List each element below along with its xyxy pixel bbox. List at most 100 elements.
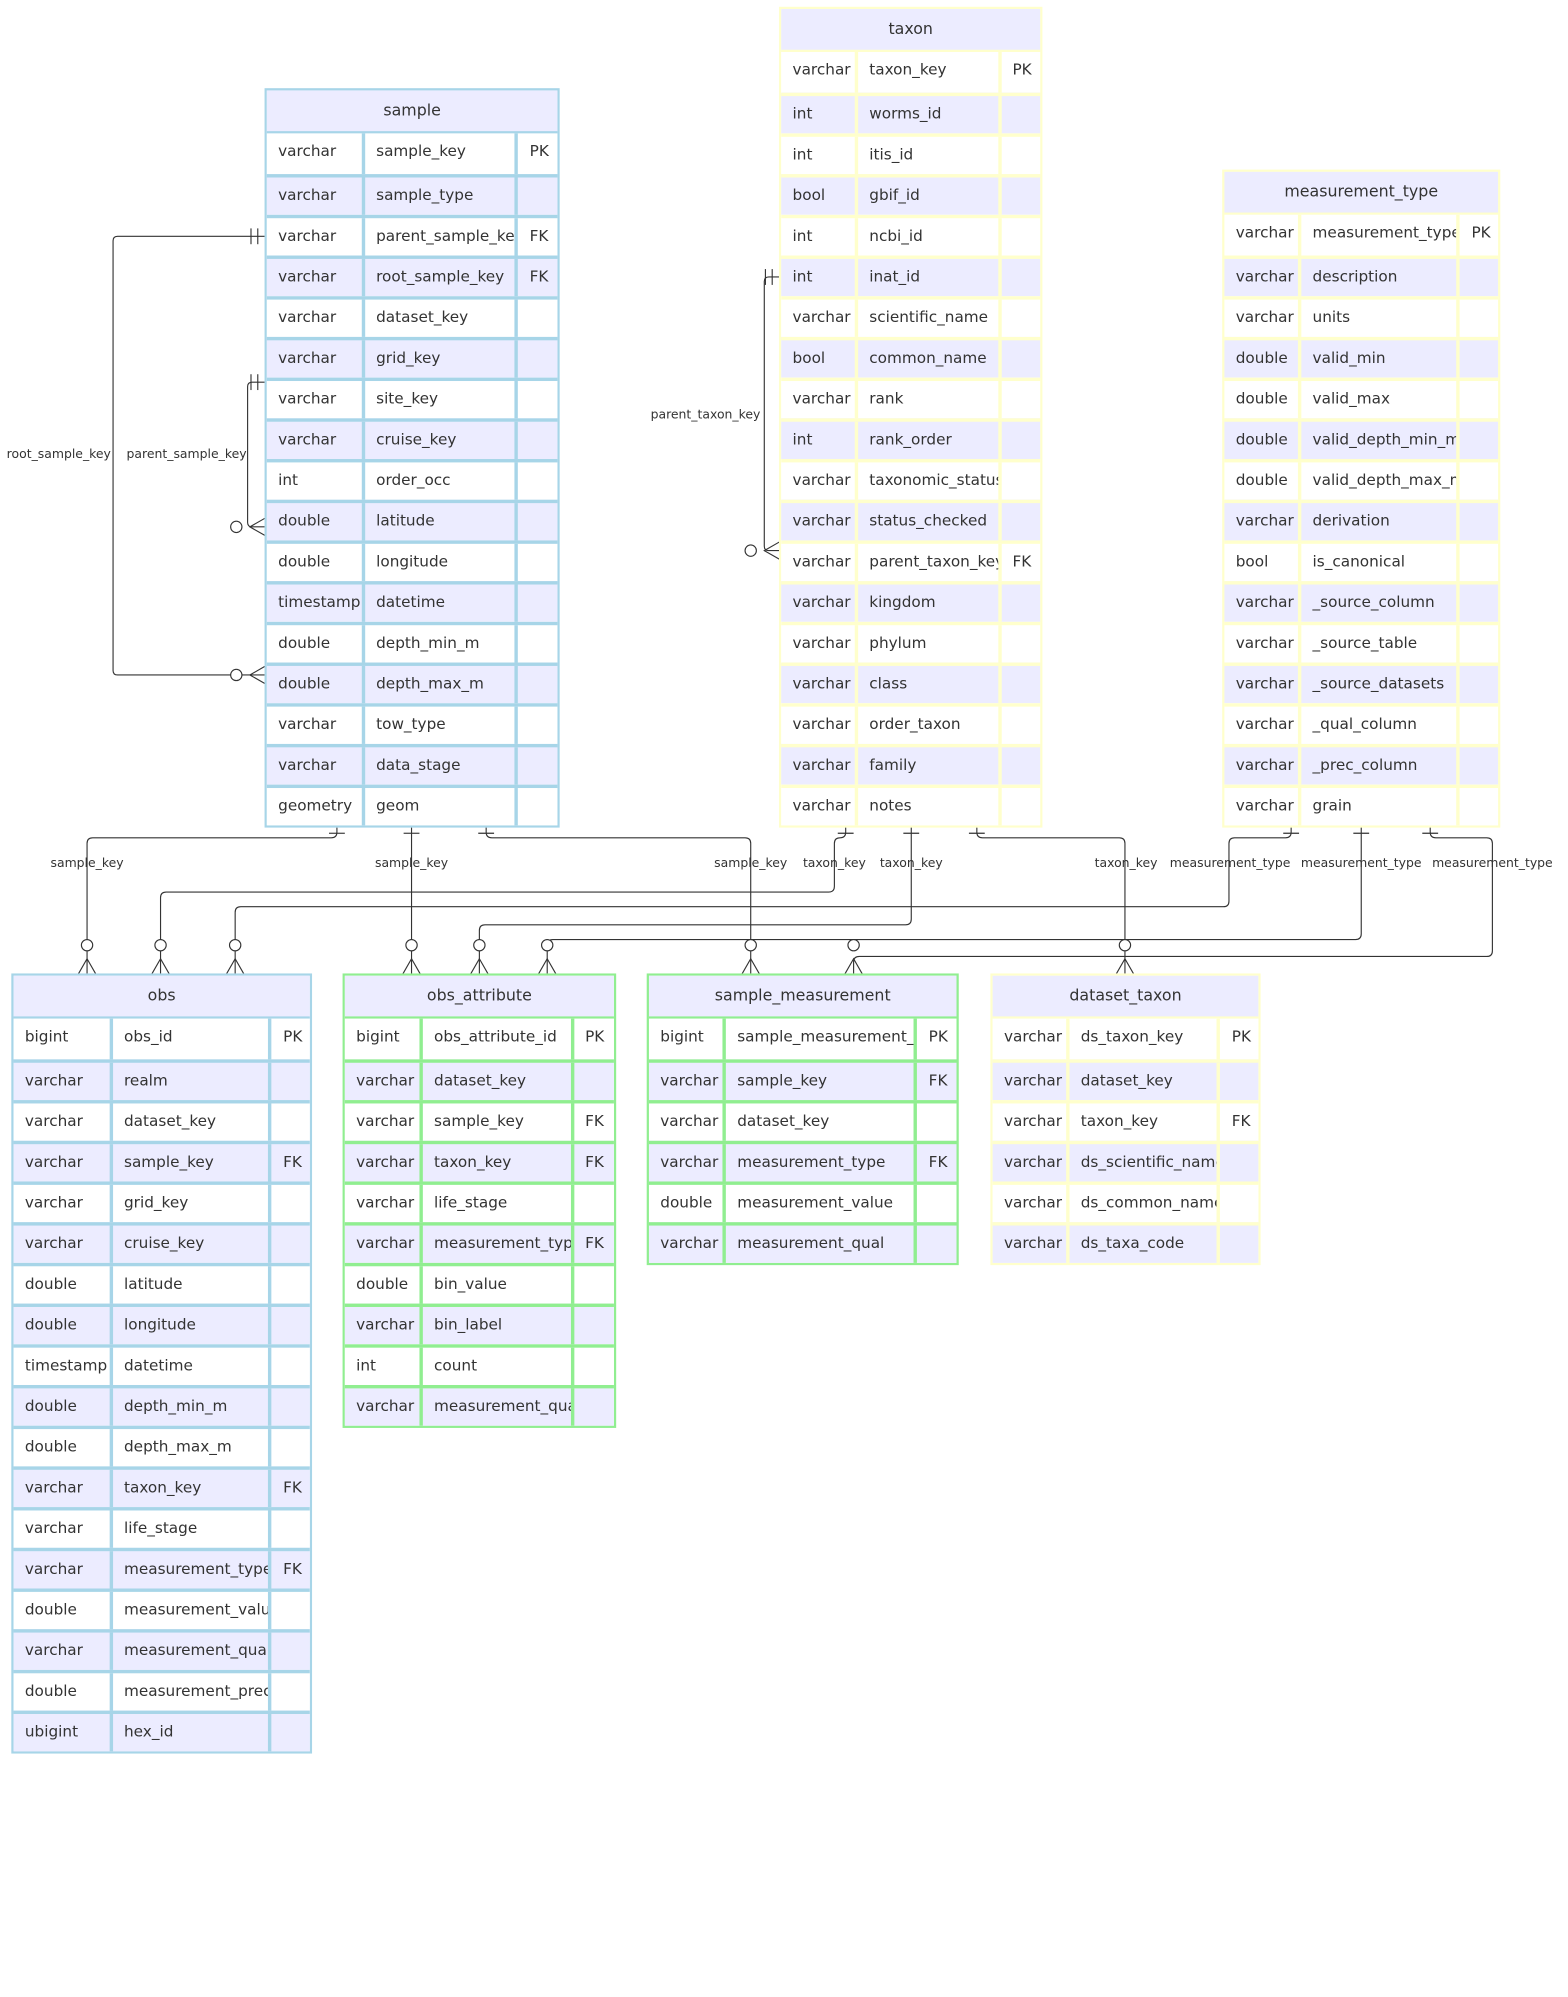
attr-key (514, 177, 557, 215)
attr-name: family (854, 747, 998, 785)
attr-key (514, 665, 557, 704)
attr-key (997, 421, 1040, 460)
attr-type: double (24, 1682, 77, 1701)
attr-key (913, 1103, 956, 1141)
edge-label-sample-key-sample-measurement: sample_key (714, 855, 787, 870)
entity-title: taxon (781, 9, 1041, 53)
attr-key (997, 177, 1040, 215)
attr-type: varchar (1235, 512, 1294, 531)
attr-key (1456, 462, 1498, 500)
attr-key: FK (268, 1144, 309, 1182)
attr-name: grid_key (109, 1184, 268, 1223)
attribute-row: varchar_source_datasets (1224, 662, 1499, 704)
entity-title: dataset_taxon (992, 975, 1259, 1019)
attr-type: bool (792, 186, 826, 205)
edge-label-parent-taxon-key: parent_taxon_key (651, 406, 761, 421)
attr-name: geom (361, 788, 515, 826)
attr-key (514, 584, 557, 622)
attr-type: varchar (660, 1153, 719, 1172)
attr-name: valid_min (1297, 340, 1457, 378)
attr-key (514, 462, 557, 500)
attr-key (268, 1713, 309, 1752)
attr-key (268, 1591, 309, 1630)
attr-key (268, 1062, 309, 1101)
attr-key (514, 503, 557, 541)
attr-key (997, 665, 1040, 704)
attribute-row: bool gbif_id (781, 174, 1041, 215)
attr-name: gbif_id (854, 177, 998, 215)
attr-key (514, 788, 557, 826)
attr-key: FK (997, 543, 1040, 582)
edge-label-taxon-key-obs-attribute: taxon_key (880, 855, 943, 870)
attr-type: varchar (278, 715, 337, 734)
attr-key (997, 258, 1040, 297)
attr-type: varchar (792, 715, 851, 734)
attr-name: obs_attribute_id (419, 1018, 570, 1060)
attr-key (997, 381, 1040, 419)
attr-name: depth_max_m (361, 665, 515, 704)
attr-name: rank (854, 381, 998, 419)
attr-type: double (1235, 471, 1288, 490)
attr-name: taxonomic_status (854, 462, 998, 500)
attr-type: varchar (1235, 223, 1294, 242)
attr-name: latitude (361, 503, 515, 541)
attr-name: valid_depth_min_m (1297, 421, 1457, 460)
attr-type: int (792, 145, 813, 164)
attr-type: varchar (356, 1112, 415, 1131)
attr-key: FK (913, 1062, 956, 1101)
attr-type: varchar (1235, 634, 1294, 653)
attr-name: measurement_type (109, 1551, 268, 1589)
attr-name: sample_key (109, 1144, 268, 1182)
attr-type: bigint (24, 1027, 69, 1046)
entity-title: measurement_type (1224, 171, 1499, 215)
attribute-row: varchar_qual_column (1224, 703, 1499, 744)
attr-key (570, 1266, 614, 1304)
attr-key (997, 625, 1040, 663)
attr-name: parent_sample_key (361, 218, 515, 256)
attr-key (268, 1225, 309, 1263)
attr-key (570, 1184, 614, 1223)
attr-type: varchar (792, 512, 851, 531)
attr-key (1456, 584, 1498, 622)
attr-key (997, 96, 1040, 134)
attr-key: PK (570, 1018, 614, 1060)
attr-name: cruise_key (361, 421, 515, 460)
attr-name: is_canonical (1297, 543, 1457, 582)
attr-name: root_sample_key (361, 258, 515, 297)
attr-type: varchar (278, 142, 337, 161)
edge-label-root-sample-key: root_sample_key (7, 446, 111, 461)
attr-name: dataset_key (361, 299, 515, 337)
attr-key (570, 1388, 614, 1426)
attr-type: varchar (792, 552, 851, 571)
attr-key: PK (514, 133, 557, 175)
edge-label-sample-key-obs-attribute: sample_key (375, 855, 448, 870)
attr-key (514, 381, 557, 419)
attr-name: realm (109, 1062, 268, 1101)
attr-type: double (278, 674, 331, 694)
